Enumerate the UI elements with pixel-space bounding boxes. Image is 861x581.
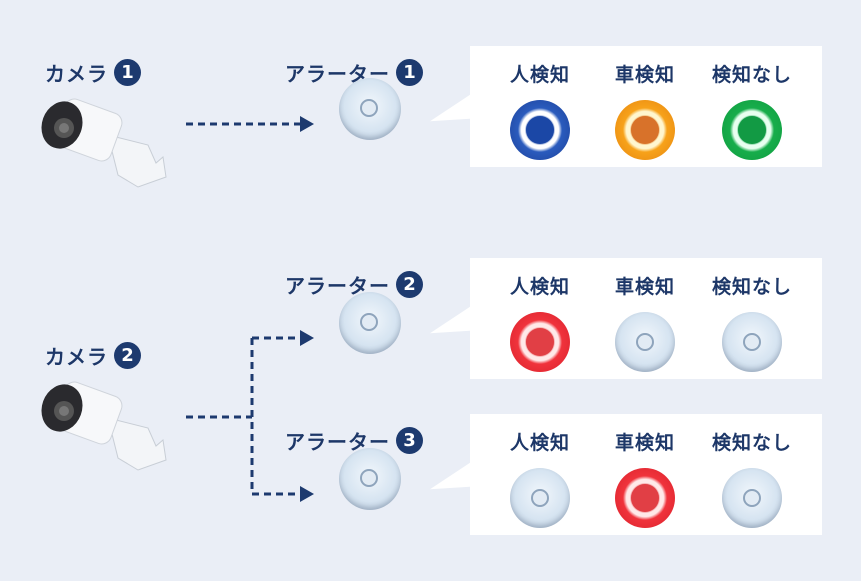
lamp-blue-icon bbox=[510, 100, 570, 160]
lamp-state-0: 人検知 bbox=[490, 60, 590, 160]
lamp-state-label: 人検知 bbox=[509, 276, 570, 298]
lamp-off-icon bbox=[615, 312, 675, 372]
number-badge: 1 bbox=[396, 59, 423, 86]
lamp-state-1: 車検知 bbox=[595, 428, 695, 528]
camera-label-text: カメラ bbox=[45, 345, 108, 369]
arrowhead-icon bbox=[300, 116, 314, 132]
lamp-state-2: 検知なし bbox=[702, 428, 802, 528]
lamp-off-icon bbox=[722, 468, 782, 528]
lamp-state-label: 車検知 bbox=[614, 64, 675, 86]
lamp-state-1: 車検知 bbox=[595, 272, 695, 372]
number-badge: 3 bbox=[396, 427, 423, 454]
lamp-green-icon bbox=[722, 100, 782, 160]
lamp-state-label: 検知なし bbox=[711, 432, 792, 454]
lamp-state-label: 検知なし bbox=[711, 64, 792, 86]
lamp-off-icon bbox=[510, 468, 570, 528]
lamp-state-label: 人検知 bbox=[509, 64, 570, 86]
lamp-off-icon bbox=[722, 312, 782, 372]
camera-label-text: カメラ bbox=[45, 62, 108, 86]
lamp-state-2: 検知なし bbox=[702, 60, 802, 160]
lamp-state-0: 人検知 bbox=[490, 428, 590, 528]
arrowhead-icon bbox=[300, 330, 314, 346]
lamp-red-icon bbox=[510, 312, 570, 372]
alerter-1-states-panel: 人検知 車検知 検知なし bbox=[470, 46, 822, 167]
lamp-state-label: 車検知 bbox=[614, 432, 675, 454]
alerter-1-device-icon bbox=[339, 78, 401, 140]
camera-2-icon bbox=[38, 378, 168, 478]
arrowhead-icon bbox=[300, 486, 314, 502]
number-badge: 1 bbox=[114, 59, 141, 86]
alerter-2-device-icon bbox=[339, 292, 401, 354]
alerter-3-device-icon bbox=[339, 448, 401, 510]
lamp-state-0: 人検知 bbox=[490, 272, 590, 372]
camera-1-icon bbox=[38, 95, 168, 195]
alerter-3-states-panel: 人検知 車検知 検知なし bbox=[470, 414, 822, 535]
lamp-state-label: 車検知 bbox=[614, 276, 675, 298]
lamp-red-icon bbox=[615, 468, 675, 528]
alerter-2-states-panel: 人検知 車検知 検知なし bbox=[470, 258, 822, 379]
lamp-orange-icon bbox=[615, 100, 675, 160]
lamp-state-1: 車検知 bbox=[595, 60, 695, 160]
lamp-state-label: 人検知 bbox=[509, 432, 570, 454]
number-badge: 2 bbox=[114, 342, 141, 369]
lamp-state-label: 検知なし bbox=[711, 276, 792, 298]
number-badge: 2 bbox=[396, 271, 423, 298]
lamp-state-2: 検知なし bbox=[702, 272, 802, 372]
